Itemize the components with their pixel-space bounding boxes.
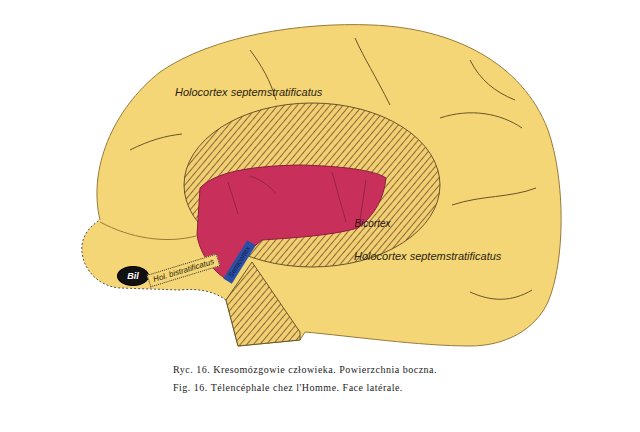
region-label: Semicortex [227, 245, 252, 279]
region-label: Hol. bistratificatus [152, 256, 215, 283]
insula-gyri [228, 172, 366, 222]
region-label: Holocortex septemstratificatus [175, 86, 322, 98]
caption-block: Ryc. 16. Kresomózgowie człowieka. Powier… [0, 361, 640, 397]
bistratificatus-band: Hol. bistratificatus [147, 253, 221, 287]
lobe-border [100, 222, 196, 240]
bil-oval: Bil [117, 266, 149, 286]
caption-translation: Fig. 16. Télencéphale chez l'Homme. Face… [173, 379, 640, 397]
region-label: Holocortex septemstratificatus [354, 250, 501, 262]
brain-outline [97, 25, 561, 346]
sulci [130, 38, 536, 299]
region-label: Bil [127, 271, 139, 281]
brain-surface [82, 25, 561, 346]
caption: Ryc. 16. Kresomózgowie człowieka. Powier… [173, 361, 640, 379]
region-label: Bicortex [290, 218, 455, 229]
semicortex-band: Semicortex [224, 240, 256, 283]
brain-hemisphere: Holocortex septemstratificatusHolocortex… [75, 20, 575, 350]
bicortex-region: Bicortex [270, 185, 455, 305]
